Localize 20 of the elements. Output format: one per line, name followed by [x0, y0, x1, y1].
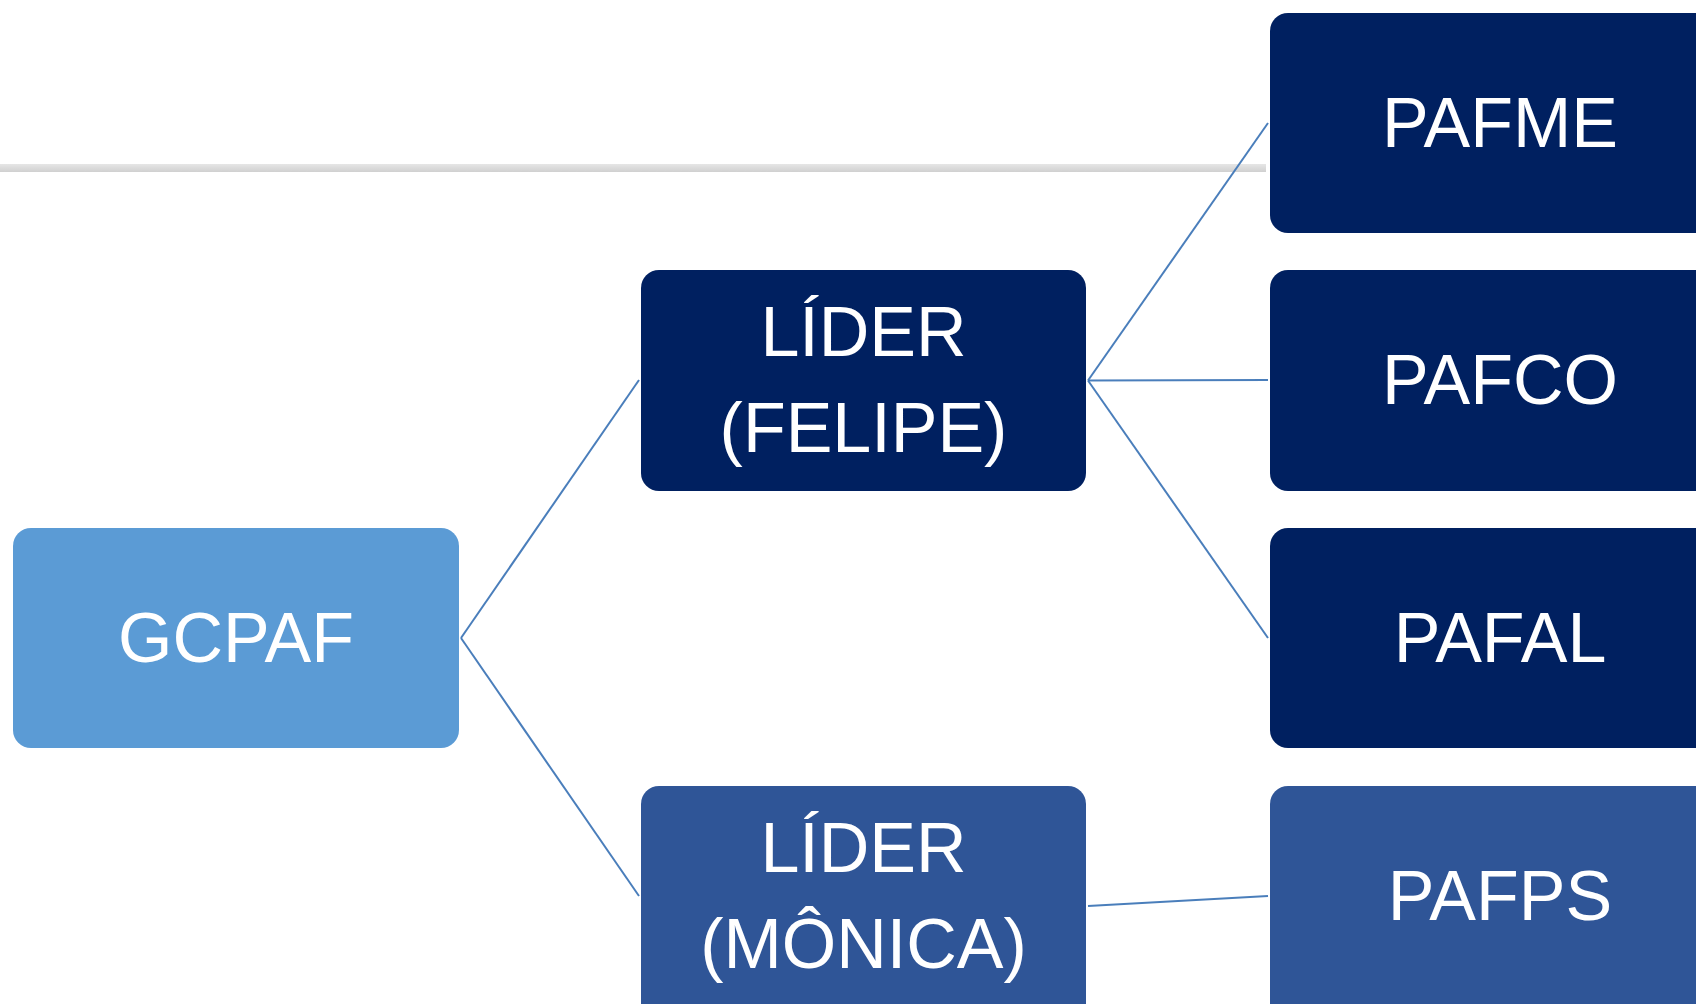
org-box [641, 786, 1086, 1004]
box-label: PAFAL [1392, 598, 1608, 679]
org-box [1270, 786, 1696, 1004]
box-label: GCPAF [117, 598, 355, 679]
connector-line [1087, 379, 1269, 639]
org-box [13, 528, 459, 748]
org-box [1270, 13, 1696, 233]
box-label: PAFME [1381, 83, 1619, 164]
connector-line [1087, 122, 1269, 382]
box-label: LÍDER (MÔNICA) [699, 808, 1028, 985]
org-box [641, 270, 1086, 491]
box-label: PAFCO [1381, 340, 1619, 421]
org-box [1270, 528, 1696, 748]
connector-line [1087, 895, 1269, 907]
connector-line [460, 379, 640, 639]
org-box [1270, 270, 1696, 491]
connector-line [1087, 379, 1269, 382]
box-label: PAFPS [1386, 856, 1614, 937]
box-label: LÍDER (FELIPE) [718, 292, 1009, 469]
connector-line [460, 637, 640, 897]
